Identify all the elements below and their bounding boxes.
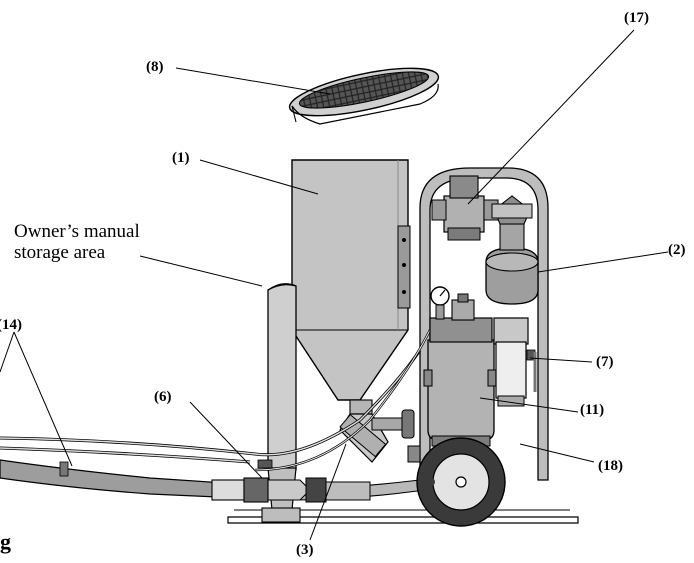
callout-7: (7) [596, 354, 614, 370]
cradle-frame [419, 167, 549, 496]
callout-6: (6) [154, 389, 172, 405]
cut-off-letter: g [0, 529, 11, 554]
inlet-ball-valve [493, 317, 529, 345]
leader-17 [467, 29, 635, 205]
metering-handle [371, 417, 403, 431]
manual-storage-tube [267, 283, 297, 471]
leader-6 [189, 401, 263, 479]
leader-lines [0, 29, 669, 541]
callout-8: (8) [146, 59, 164, 75]
leader-14a [13, 331, 73, 467]
callout-18: (18) [598, 458, 623, 474]
callout-11: (11) [580, 402, 605, 418]
manual-storage-label: Owner’s manual storage area [14, 221, 140, 263]
blast-hose [0, 459, 241, 499]
callout-17: (17) [624, 10, 649, 26]
leader-2 [537, 251, 669, 273]
leader-14b [0, 331, 15, 373]
air-filter-body [427, 339, 495, 441]
leader-18 [519, 443, 595, 463]
coupling-left [211, 479, 245, 501]
pop-up-valve [443, 195, 485, 233]
manual-storage-line-2: storage area [14, 242, 106, 263]
regulator [451, 299, 475, 321]
leader-3 [309, 443, 347, 541]
callout-2: (2) [668, 242, 686, 258]
callout-14: (14) [0, 317, 22, 333]
coupling-nozzle [243, 477, 269, 503]
manual-storage-line-1: Owner’s manual [14, 221, 140, 242]
coupling-twist [267, 479, 311, 501]
leader-7 [529, 357, 593, 363]
leader-1 [199, 159, 319, 195]
callout-1: (1) [172, 150, 190, 166]
pot-body [291, 159, 409, 401]
callout-3: (3) [296, 542, 314, 558]
leader-manual [139, 255, 263, 287]
leader-11 [479, 397, 579, 413]
leader-8 [175, 67, 331, 95]
air-filter-cap [429, 317, 493, 343]
